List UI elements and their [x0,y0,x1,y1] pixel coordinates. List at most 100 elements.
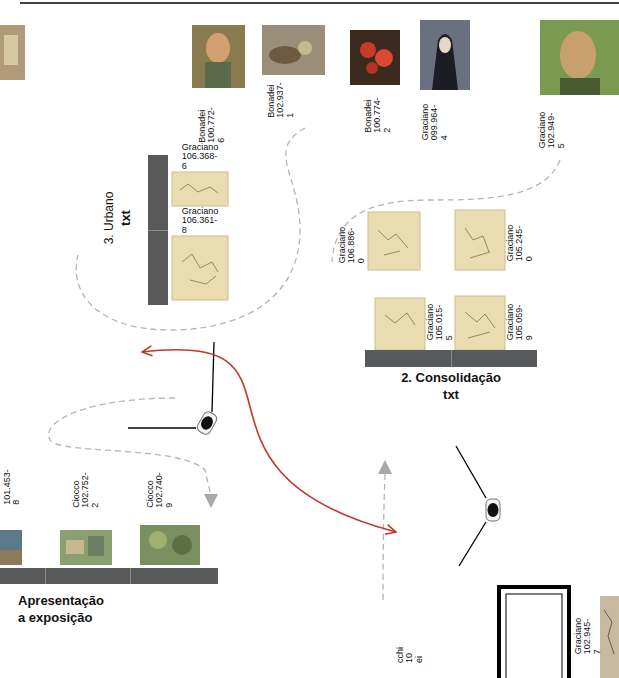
plan-shape [262,25,325,75]
artwork-label: Graciano 105.015-5 [426,304,454,341]
plan-shape [128,427,196,428]
plan-shape [455,210,505,270]
display-case [506,594,562,678]
plan-shape [88,536,104,556]
path-arrowhead [378,460,392,474]
painting [0,25,25,80]
painting [600,596,619,678]
plan-shape [182,254,218,284]
artwork-label: Graciano 102.945-7 [574,618,602,655]
plan-shape [600,596,619,678]
wall-divider [148,230,168,231]
display-case [499,587,569,678]
artwork-label: Graciano 106.886-0 [338,227,366,264]
plan-shape [378,230,408,255]
wall-panel: 2. Consolidaçãotxt [365,350,537,406]
artwork-label: Bonadei 100.772-6 [198,107,226,143]
plan-shape [172,236,228,300]
plan-shape [269,46,301,64]
plan-shape [350,30,400,85]
wall-panel: 3. Urbanotxt [92,155,168,305]
plan-shape [332,160,560,262]
plan-shape [172,535,192,555]
plan-shape [366,62,378,74]
artwork-label: 101.453-8 [3,469,22,505]
camera-symbol [195,410,218,436]
section-title: 2. Consolidação [365,370,537,387]
plan-shape [459,522,486,566]
plan-shape [60,530,112,565]
plan-shape [66,540,84,554]
plan-shape [195,410,218,436]
painting [540,20,619,95]
painting [192,25,245,88]
plan-shape [360,42,376,58]
plan-shape [439,37,451,53]
panel-text: 2. Consolidaçãotxt [365,370,537,404]
plan-shape [4,35,18,65]
wall-divider [45,568,46,584]
plan-shape [298,41,312,55]
path-arrowhead [204,494,218,508]
plan-shape [212,342,214,412]
plan-shape [486,499,500,521]
plan-shape [420,20,470,90]
plan-shape [488,503,499,517]
plan-shape [0,550,22,565]
artwork-label: Graciano 102.949-5 [538,112,566,149]
plan-shape [385,313,415,325]
plan-shape [172,172,228,206]
section-note: txt [117,192,134,245]
artwork-label: Graciano 106.361-8 [182,207,219,235]
painting [60,530,112,565]
artwork-label: Graciano 106.368-6 [182,143,219,171]
artwork-label: Ciocco 102.752-2 [72,472,100,508]
plan-shape [199,414,216,432]
painting [420,20,470,90]
plan-shape [604,610,614,654]
plan-shape [455,296,505,350]
camera-symbol [486,499,500,521]
artwork-label: Graciano 105.245-0 [506,225,534,262]
plan-shape [456,446,486,498]
painting [350,30,400,85]
plan-shape [192,25,245,88]
plan-shape [0,530,22,565]
route-arrow [142,350,396,532]
plan-shape [180,184,218,193]
painting [140,525,200,565]
artwork-label: Bonadei 102.937-1 [267,82,295,118]
wall-divider [451,350,452,367]
artwork-label: cchi 10 ei [396,647,424,663]
plan-shape [205,62,231,88]
drawing-lines [180,184,495,338]
plan-shape [560,78,600,95]
section-title: Apresentação a exposição [18,593,112,627]
plan-shape [76,128,305,330]
plan-shape [465,312,495,338]
section-note: txt [365,387,537,404]
wall-divider [130,568,131,584]
plan-shape [149,531,167,549]
wall-bar [0,568,218,584]
artwork-label: Graciano 099.964-4 [421,104,449,141]
wall-line [20,2,619,4]
plan-shape [368,212,420,270]
plan-shape [140,525,200,565]
section-title: 3. Urbano [102,192,118,245]
visitor-path [49,128,560,600]
drawing [172,172,505,350]
plan-shape [560,31,596,79]
artwork-label: Bonadei 100.774-2 [364,97,392,133]
panel-text: Apresentação a exposição [18,593,112,627]
plan-shape [383,474,385,600]
plan-shape [206,33,230,63]
panel-text: 3. Urbanotxt [102,192,134,245]
painting [262,25,325,75]
painting [0,530,22,565]
plan-shape [465,228,490,258]
plan-shape [540,20,619,95]
wall-panel: Apresentação a exposição [0,568,218,634]
plan-shape [432,34,458,90]
